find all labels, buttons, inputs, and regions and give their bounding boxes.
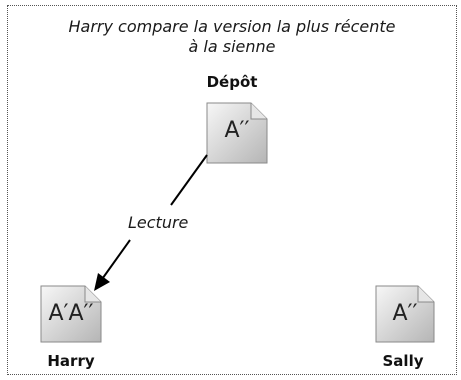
read-arrow-segment-upper bbox=[170, 154, 208, 206]
sally-label: Sally bbox=[382, 352, 424, 370]
read-arrow-head bbox=[94, 273, 110, 291]
diagram-frame bbox=[7, 5, 457, 375]
harry-file-version: A′A′′ bbox=[48, 301, 94, 326]
sally-document-icon: A′′ bbox=[375, 285, 435, 343]
harry-document-icon: A′A′′ bbox=[40, 285, 102, 343]
diagram-caption: Harry compare la version la plus récente… bbox=[7, 17, 457, 57]
depot-document-icon: A′′ bbox=[206, 102, 268, 164]
read-arrow-segment-lower bbox=[99, 239, 131, 283]
caption-line-1: Harry compare la version la plus récente bbox=[68, 17, 396, 36]
sally-file-version: A′′ bbox=[392, 301, 418, 326]
depot-file-version: A′′ bbox=[224, 118, 250, 143]
caption-line-2: à la sienne bbox=[188, 37, 276, 56]
depot-label: Dépôt bbox=[206, 73, 258, 91]
harry-label: Harry bbox=[47, 352, 95, 370]
read-edge-label: Lecture bbox=[126, 213, 191, 232]
